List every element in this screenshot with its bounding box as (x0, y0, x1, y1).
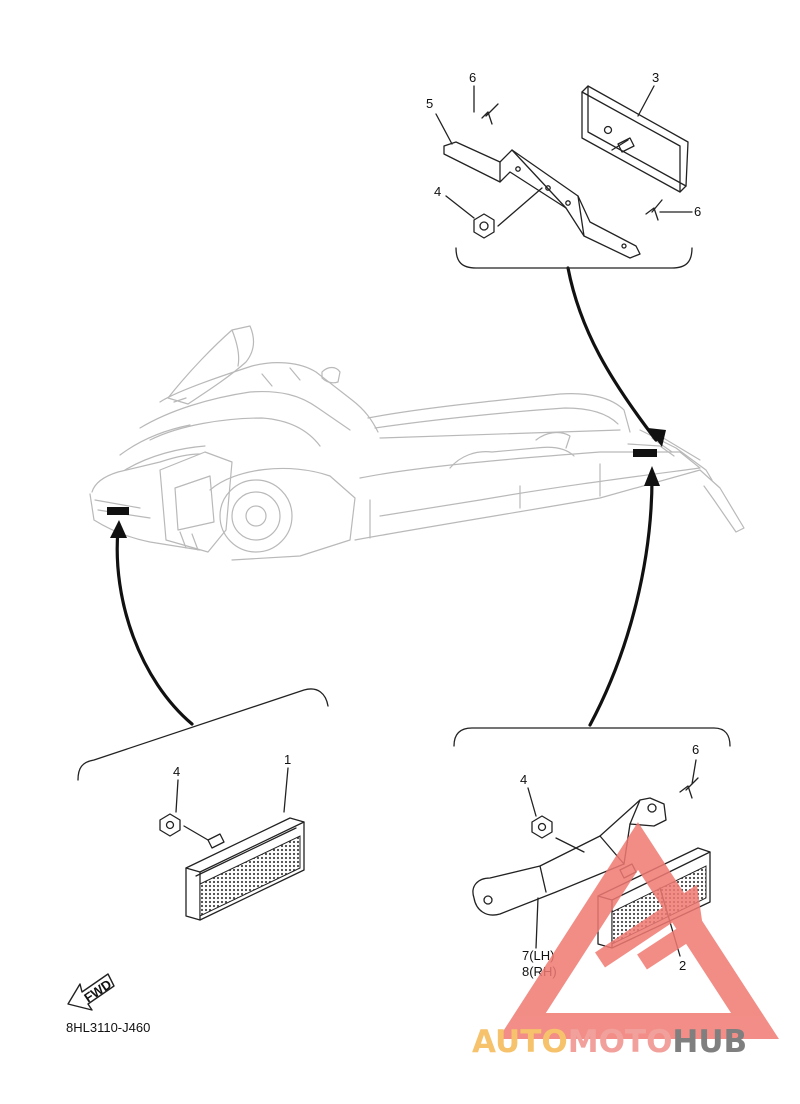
diagram-code: 8HL3110-J460 (66, 1020, 150, 1035)
front-reflector-assembly (159, 767, 305, 921)
callout-4-right: 4 (520, 772, 527, 787)
leader-curves (110, 266, 666, 727)
left-detail-frame (77, 688, 329, 781)
rear-license-bracket-assembly (435, 85, 693, 259)
callout-2: 2 (679, 958, 686, 973)
fwd-arrow: FWD (67, 973, 115, 1011)
watermark-text: AUTOMOTOHUB (472, 1024, 747, 1060)
callout-7-lh: 7(LH) (522, 948, 555, 963)
snowmobile-outline (89, 325, 745, 561)
watermark-triangle-logo (498, 822, 779, 1039)
watermark-hub: HUB (672, 1024, 747, 1060)
watermark-moto: MOTO (568, 1024, 673, 1060)
right-detail-frame (453, 727, 731, 747)
callout-4-left: 4 (173, 764, 180, 779)
rear-reflector-location-marker (633, 449, 657, 457)
callout-3: 3 (652, 70, 659, 85)
callout-6-top-left: 6 (469, 70, 476, 85)
front-reflector-location-marker (107, 507, 129, 515)
callout-5: 5 (426, 96, 433, 111)
callout-1: 1 (284, 752, 291, 767)
callout-6-top-right: 6 (694, 204, 701, 219)
watermark-auto: AUTO (472, 1024, 568, 1060)
watermark: AUTOMOTOHUB (472, 822, 779, 1060)
top-detail-frame (455, 247, 693, 269)
callout-4-top: 4 (434, 184, 441, 199)
callout-6-right: 6 (692, 742, 699, 757)
